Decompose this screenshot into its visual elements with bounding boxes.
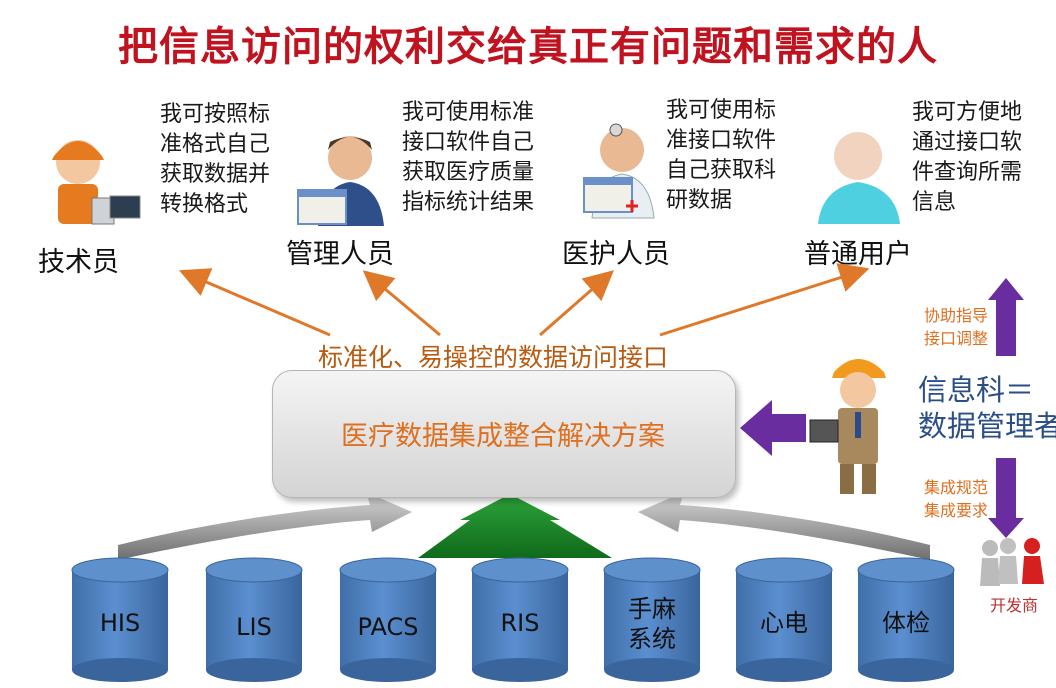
desc-line: 转换格式	[160, 192, 249, 217]
desc-line: 我可按照标	[160, 102, 271, 127]
doctor-figure	[583, 123, 655, 219]
info-dept-line: 数据管理者	[918, 409, 1056, 443]
down-purple-arrow	[988, 458, 1024, 538]
user-figure	[818, 132, 900, 224]
role-arrows	[178, 263, 870, 337]
gray-arrow-right	[638, 492, 930, 560]
info-dept-line: 信息科＝	[918, 373, 1035, 407]
cylinder-ecg	[735, 557, 833, 682]
gray-arrow-left	[118, 492, 412, 560]
info-dept-label: 信息科＝ 数据管理者	[918, 372, 1056, 444]
system-label-line: 手麻	[628, 595, 676, 623]
desc-line: 通过接口软	[912, 130, 1023, 155]
assist-note: 协助指导 接口调整	[924, 304, 988, 350]
role-label-technician: 技术员	[38, 247, 119, 278]
desc-line: 我可方便地	[912, 100, 1023, 125]
manager-figure	[297, 136, 384, 226]
technician-figure	[52, 140, 141, 225]
system-label-anesthesia: 手麻 系统	[604, 594, 700, 654]
system-label-line: 系统	[628, 625, 676, 653]
developer-label: 开发商	[990, 596, 1039, 615]
system-label-line: 心电	[760, 609, 808, 637]
up-purple-arrow	[988, 278, 1024, 356]
system-label-line: 体检	[882, 609, 930, 637]
solution-label: 医疗数据集成整合解决方案	[341, 421, 665, 452]
green-arrow	[418, 494, 612, 558]
system-label-ecg: 心电	[736, 608, 832, 638]
system-label-his: HIS	[72, 608, 168, 638]
desc-line: 准格式自己	[160, 132, 271, 157]
system-label-line: PACS	[357, 613, 419, 641]
note-line: 接口调整	[924, 329, 989, 348]
medical-description: 我可使用标 准接口软件 自己获取科 研数据	[666, 96, 776, 216]
note-line: 协助指导	[924, 306, 989, 325]
desc-line: 信息	[912, 190, 957, 215]
note-line: 集成要求	[924, 501, 989, 520]
system-label-pacs: PACS	[340, 612, 436, 642]
cylinder-lis	[205, 557, 303, 682]
arrow-to-medical	[539, 270, 615, 337]
desc-line: 指标统计结果	[402, 190, 535, 215]
technician-description: 我可按照标 准格式自己 获取数据并 转换格式	[160, 100, 270, 220]
cylinder-checkup	[857, 557, 955, 682]
interface-label: 标准化、易操控的数据访问接口	[318, 343, 669, 372]
role-label-manager: 管理人员	[286, 239, 394, 270]
system-label-lis: LIS	[206, 612, 302, 642]
cylinder-ris	[471, 557, 569, 682]
cylinder-anesthesia	[603, 557, 701, 682]
desc-line: 研数据	[666, 188, 733, 213]
desc-line: 件查询所需	[912, 160, 1023, 185]
left-purple-arrow	[740, 400, 806, 456]
cylinder-pacs	[339, 557, 437, 682]
system-label-checkup: 体检	[858, 608, 954, 638]
purple-arrows	[740, 278, 1024, 538]
system-label-line: RIS	[500, 609, 540, 637]
desc-line: 我可使用标准	[402, 100, 535, 125]
developer-icon	[980, 538, 1044, 586]
note-line: 集成规范	[924, 478, 989, 497]
desc-line: 自己获取科	[666, 158, 777, 183]
system-label-line: HIS	[99, 609, 141, 637]
system-label-line: LIS	[236, 613, 272, 641]
solution-box	[272, 370, 736, 498]
desc-line: 获取医疗质量	[402, 160, 535, 185]
integration-note: 集成规范 集成要求	[924, 476, 988, 522]
manager-description: 我可使用标准 接口软件自己 获取医疗质量 指标统计结果	[402, 98, 534, 218]
system-cylinders	[71, 557, 955, 682]
desc-line: 我可使用标	[666, 98, 777, 123]
desc-line: 准接口软件	[666, 128, 777, 153]
arrow-to-technician	[178, 268, 331, 337]
user-description: 我可方便地 通过接口软 件查询所需 信息	[912, 98, 1022, 218]
page-title: 把信息访问的权利交给真正有问题和需求的人	[118, 24, 938, 70]
system-label-ris: RIS	[472, 608, 568, 638]
cylinder-his	[71, 557, 169, 682]
role-label-medical: 医护人员	[562, 239, 670, 270]
role-label-user: 普通用户	[804, 239, 912, 270]
arrow-to-manager	[362, 270, 441, 337]
engineer-figure	[809, 359, 886, 494]
desc-line: 接口软件自己	[402, 130, 535, 155]
desc-line: 获取数据并	[160, 162, 271, 187]
arrow-to-user	[659, 263, 870, 337]
